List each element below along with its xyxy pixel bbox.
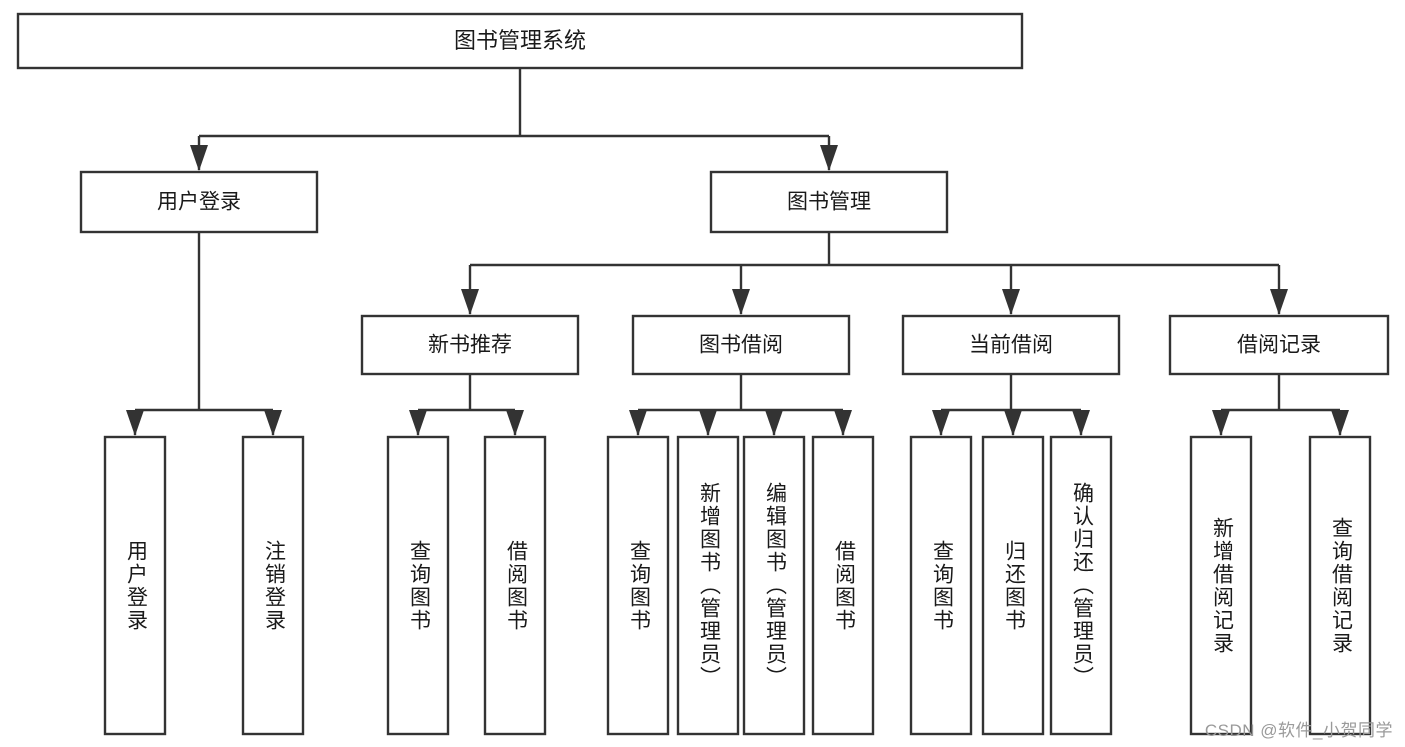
connector-lines (126, 68, 1349, 436)
node-root-图书管理系统[interactable] (16, 12, 1024, 70)
node-level3-label-2: 当前借阅 (969, 334, 1053, 357)
node-leaf-1-注销登录[interactable] (241, 435, 305, 736)
node-leaf-2-查询图书[interactable] (386, 435, 450, 736)
arrow-head-icon (1004, 410, 1022, 436)
node-leaf-8-查询图书[interactable] (909, 435, 973, 736)
node-leaf-9-归还图书[interactable] (981, 435, 1045, 736)
node-level2-用户登录[interactable] (79, 170, 319, 234)
arrow-head-icon (1212, 410, 1230, 436)
arrow-head-icon (409, 410, 427, 436)
node-leaf-6-编辑图书（管理员）[interactable] (742, 435, 806, 736)
arrow-head-icon (629, 410, 647, 436)
node-level3-label-0: 新书推荐 (428, 334, 512, 357)
arrow-head-icon (699, 410, 717, 436)
arrow-head-icon (264, 410, 282, 436)
node-boxes (16, 12, 1390, 736)
arrow-head-icon (932, 410, 950, 436)
arrow-head-icon (506, 410, 524, 436)
arrow-head-icon (820, 145, 838, 171)
arrow-head-icon (190, 145, 208, 171)
node-level2-label-1: 图书管理 (787, 191, 871, 214)
arrow-head-icon (732, 289, 750, 315)
arrow-head-icon (1072, 410, 1090, 436)
node-leaf-10-确认归还（管理员）[interactable] (1049, 435, 1113, 736)
node-leaf-7-借阅图书[interactable] (811, 435, 875, 736)
node-level3-当前借阅[interactable] (901, 314, 1121, 376)
node-level3-label-1: 图书借阅 (699, 334, 783, 357)
node-leaf-4-查询图书[interactable] (606, 435, 670, 736)
node-level3-label-3: 借阅记录 (1237, 334, 1321, 357)
node-leaf-0-用户登录[interactable] (103, 435, 167, 736)
node-root-label: 图书管理系统 (454, 28, 586, 53)
node-leaf-11-新增借阅记录[interactable] (1189, 435, 1253, 736)
arrow-head-icon (1270, 289, 1288, 315)
node-leaf-12-查询借阅记录[interactable] (1308, 435, 1372, 736)
arrow-head-icon (765, 410, 783, 436)
arrow-head-icon (461, 289, 479, 315)
watermark-text: CSDN @软件_小贺同学 (1204, 721, 1393, 740)
node-level3-借阅记录[interactable] (1168, 314, 1390, 376)
arrow-head-icon (1331, 410, 1349, 436)
arrow-head-icon (1002, 289, 1020, 315)
arrow-head-icon (126, 410, 144, 436)
node-leaf-3-借阅图书[interactable] (483, 435, 547, 736)
node-level3-新书推荐[interactable] (360, 314, 580, 376)
node-level3-图书借阅[interactable] (631, 314, 851, 376)
node-level2-label-0: 用户登录 (157, 191, 241, 214)
arrow-head-icon (834, 410, 852, 436)
node-leaf-5-新增图书（管理员）[interactable] (676, 435, 740, 736)
node-level2-图书管理[interactable] (709, 170, 949, 234)
